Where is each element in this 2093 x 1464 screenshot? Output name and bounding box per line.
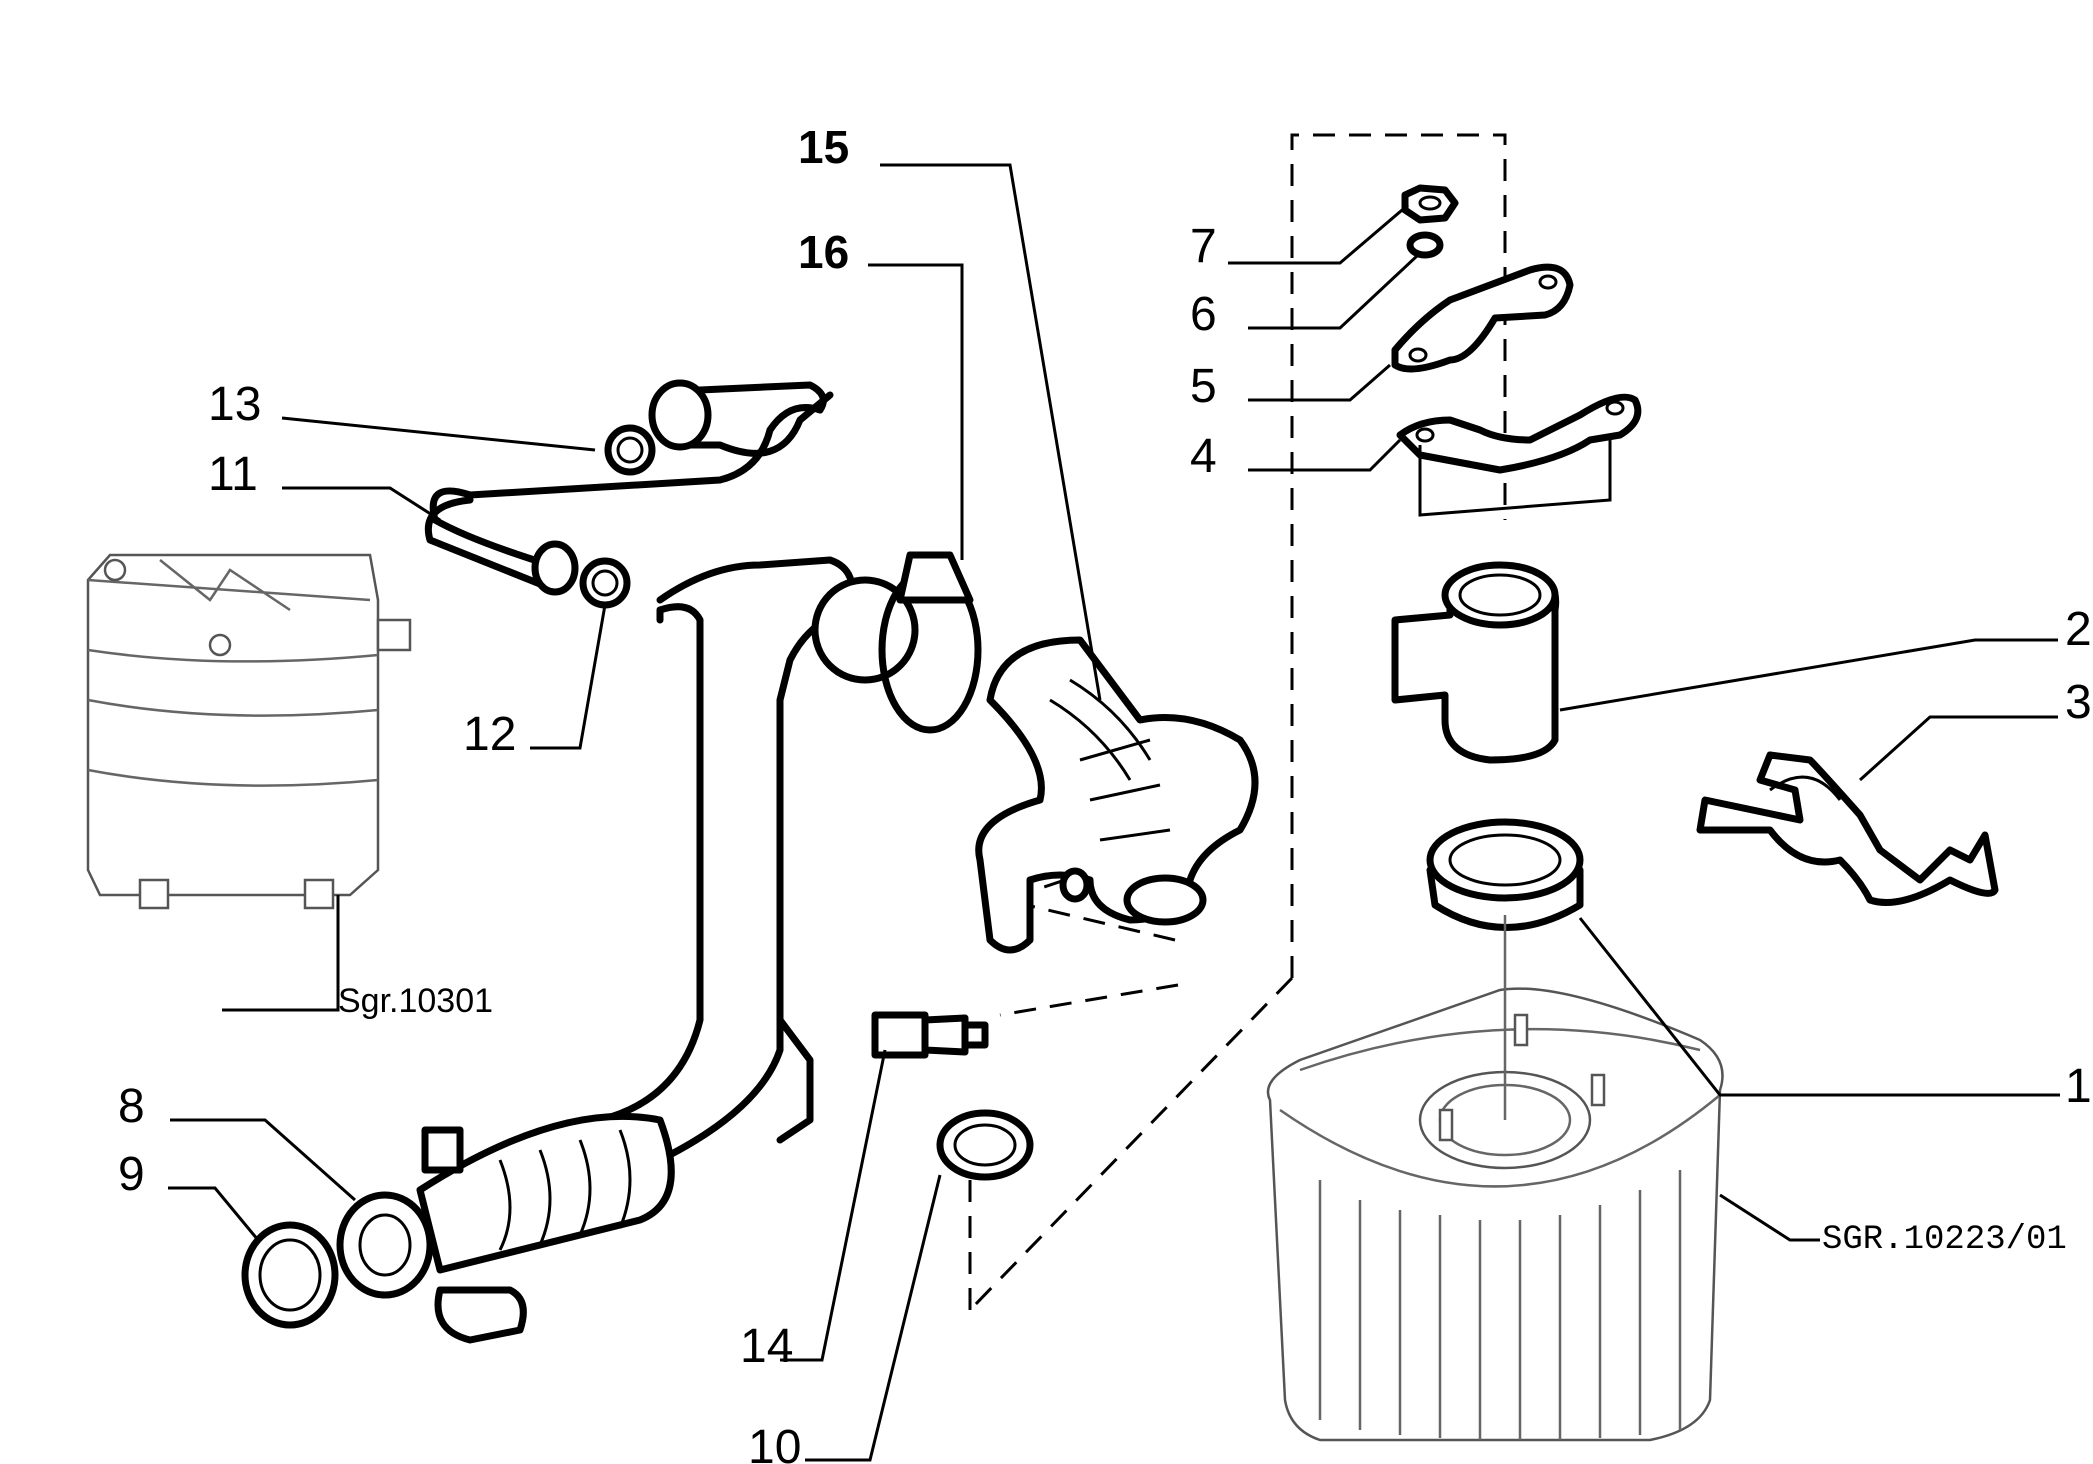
seal-ring-1 <box>1426 818 1584 931</box>
callout-4: 4 <box>1190 430 1217 483</box>
callout-9: 9 <box>118 1148 145 1201</box>
reference-air-filter: SGR.10223/01 <box>1822 1221 2067 1259</box>
bracket-plate-4 <box>1396 393 1642 517</box>
leader-lines <box>168 163 2060 1462</box>
air-flow-meter-2 <box>1391 561 1560 764</box>
washer-6 <box>1406 231 1444 259</box>
ring-clamp-10 <box>936 1109 1034 1181</box>
bracket-3 <box>1696 751 1999 906</box>
callout-6: 6 <box>1190 288 1217 341</box>
bracket-plate-5 <box>1391 263 1574 373</box>
callout-10: 10 <box>748 1421 801 1464</box>
callout-12: 12 <box>463 708 516 761</box>
callout-2: 2 <box>2065 603 2092 656</box>
callout-3: 3 <box>2065 676 2092 729</box>
reservoir-tank <box>86 553 412 910</box>
nut-7 <box>1401 184 1459 224</box>
sensor-14 <box>871 1011 989 1059</box>
air-filter-box <box>1266 915 1724 1442</box>
clamp-12 <box>579 557 631 609</box>
clamp-9 <box>241 1221 339 1329</box>
upper-hose <box>425 379 834 596</box>
hose-clamp-16 <box>878 551 982 734</box>
callout-7: 7 <box>1190 220 1217 273</box>
callout-11: 11 <box>208 448 258 501</box>
clamp-13 <box>604 424 656 476</box>
callout-5: 5 <box>1190 360 1217 413</box>
callout-16: 16 <box>798 226 849 278</box>
callout-14: 14 <box>740 1320 793 1373</box>
callout-labels: 1 2 3 4 5 6 7 8 9 10 11 12 13 14 15 16 S… <box>118 121 2092 1464</box>
callout-8: 8 <box>118 1080 145 1133</box>
elbow-intake-15 <box>975 636 1259 954</box>
reference-reservoir: Sgr.10301 <box>338 982 493 1020</box>
callout-13: 13 <box>208 378 261 431</box>
callout-1: 1 <box>2065 1060 2092 1113</box>
main-duct <box>336 556 919 1344</box>
callout-15: 15 <box>798 121 849 173</box>
